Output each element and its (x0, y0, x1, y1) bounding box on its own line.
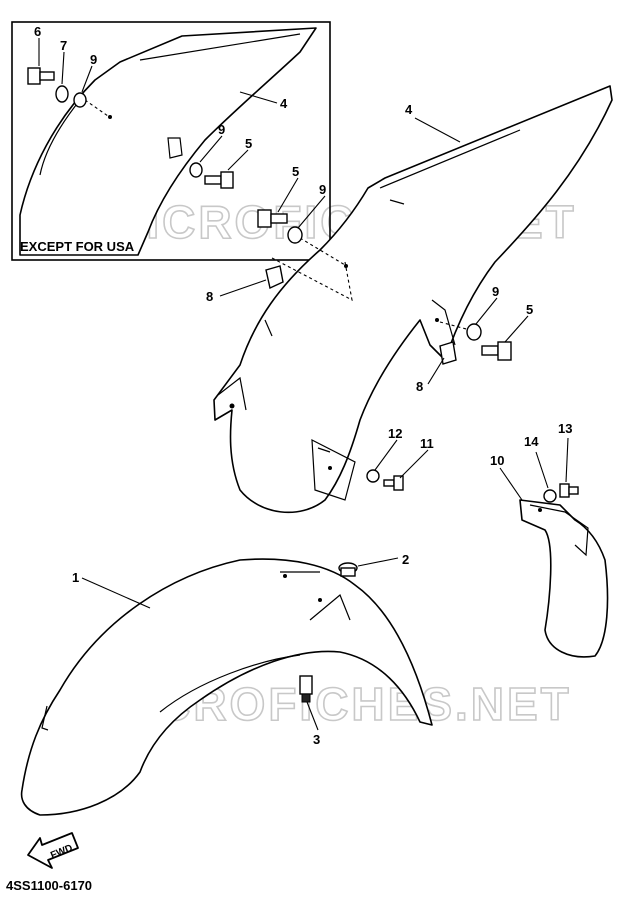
screw-11 (383, 475, 404, 491)
callout-5-inset: 5 (245, 136, 252, 151)
inset-caption: EXCEPT FOR USA (20, 239, 135, 254)
inset-nut-9-top (73, 92, 87, 108)
washer-14 (543, 489, 557, 503)
callout-9-left: 9 (319, 182, 326, 197)
callout-13: 13 (558, 421, 572, 436)
callout-4-main: 4 (405, 102, 413, 117)
callout-14: 14 (524, 434, 539, 449)
callout-1: 1 (72, 570, 79, 585)
bolt-5-left (257, 209, 288, 228)
callout-6: 6 (34, 24, 41, 39)
front-fender-assembly: 2 1 3 (20, 552, 433, 816)
rear-fender (213, 85, 613, 514)
callout-8-left: 8 (206, 289, 213, 304)
inset-frame (11, 21, 331, 261)
callout-5-right: 5 (526, 302, 533, 317)
callout-5-left: 5 (292, 164, 299, 179)
callout-11: 11 (420, 436, 434, 451)
washer-12 (366, 469, 380, 483)
fwd-arrow: FWD (27, 832, 79, 869)
callout-9-right: 9 (492, 284, 499, 299)
clip-8-left (265, 265, 284, 289)
callout-4-inset: 4 (280, 96, 288, 111)
callout-9-inset-top: 9 (90, 52, 97, 67)
callout-3: 3 (313, 732, 320, 747)
inset-except-usa: 6 7 9 4 9 5 EXCEPT FOR USA (11, 21, 331, 261)
callout-8-right: 8 (416, 379, 423, 394)
diagram-code: 4SS1100-6170 (6, 878, 92, 893)
bolt-3 (299, 675, 313, 703)
bolt-5-right (481, 341, 512, 361)
inset-washer-7 (55, 85, 69, 103)
nut-9-left (287, 226, 303, 244)
front-fender (20, 558, 433, 816)
bolt-2 (338, 562, 358, 577)
rear-fender-assembly (213, 85, 613, 514)
callout-7: 7 (60, 38, 67, 53)
mud-flap-assembly: 10 14 13 (490, 421, 609, 658)
callout-10: 10 (490, 453, 504, 468)
inset-nut-9-mid (189, 162, 203, 178)
mud-flap (519, 499, 609, 658)
nut-9-right (466, 323, 482, 341)
inset-bolt-5 (204, 171, 234, 189)
callout-2: 2 (402, 552, 409, 567)
inset-bolt-6 (27, 67, 55, 85)
callout-12: 12 (388, 426, 402, 441)
callout-9-inset-mid: 9 (218, 122, 225, 137)
screw-13 (559, 483, 579, 498)
